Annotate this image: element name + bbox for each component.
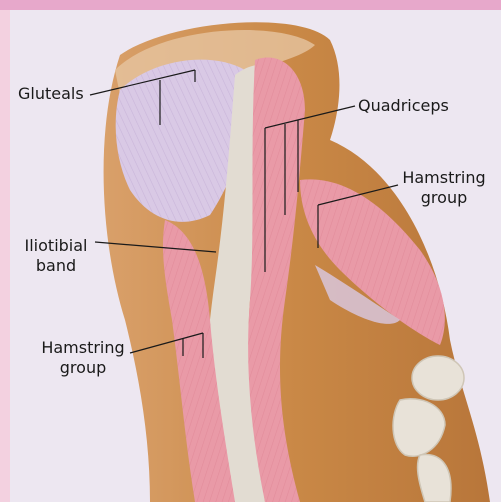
label-hamstring-right: Hamstring group (397, 168, 491, 208)
label-hamstring-left-line1: Hamstring (36, 338, 130, 358)
label-quadriceps: Quadriceps (358, 96, 449, 116)
label-gluteals: Gluteals (18, 84, 84, 104)
top-bar (0, 0, 501, 10)
label-iliotibial: Iliotibial band (18, 236, 94, 276)
left-band (0, 10, 10, 502)
label-iliotibial-line1: Iliotibial (18, 236, 94, 256)
label-iliotibial-line2: band (18, 256, 94, 276)
label-hamstring-left: Hamstring group (36, 338, 130, 378)
label-hamstring-left-line2: group (36, 358, 130, 378)
label-hamstring-right-line2: group (397, 188, 491, 208)
label-hamstring-right-line1: Hamstring (397, 168, 491, 188)
